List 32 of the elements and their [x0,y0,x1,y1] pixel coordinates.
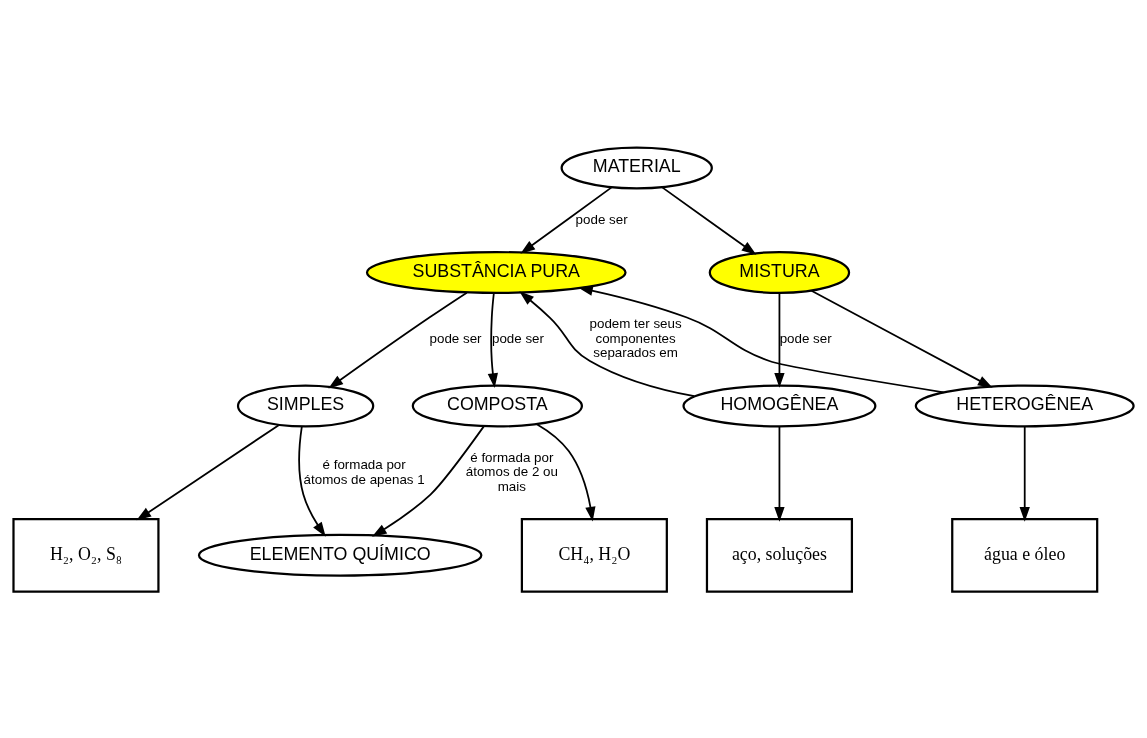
node-ellipse: MATERIAL [560,145,713,189]
node-ellipse: COMPOSTA [411,384,583,428]
node-ellipse: HOMOGÊNEA [682,384,877,428]
arrow [661,185,757,255]
arrow [535,422,596,522]
arrow [136,423,280,520]
edge-label: é formada por átomos de 2 ou mais [465,449,558,494]
node-box: água e óleo [951,517,1099,593]
node-box: CH₄, H₂O [520,517,668,593]
arrow [519,290,696,397]
arrow [328,291,468,388]
arrow [372,425,485,537]
edge-label: pode ser [575,211,628,227]
arrow [1019,425,1030,522]
node-ellipse: ELEMENTO QUÍMICO [197,533,483,577]
node-box: aço, soluções [705,517,853,593]
arrow [774,425,785,522]
arrow [774,291,785,388]
node-ellipse: MISTURA [708,250,851,294]
arrow [520,185,613,254]
edge-label: pode ser [491,330,544,346]
node-ellipse: SIMPLES [236,384,375,428]
arrow [810,289,993,388]
edge-label: podem ter seus componentes separados em [589,315,682,360]
node-box: H₂, O₂, S₈ [12,517,160,593]
node-ellipse: HETEROGÊNEA [914,384,1135,428]
edge-label: é formada por átomos de apenas 1 [303,456,425,487]
edge-label: pode ser [779,330,832,346]
arrow [578,285,945,393]
edge-label: pode ser [429,330,482,346]
arrow [298,425,326,537]
arrow [487,291,498,388]
